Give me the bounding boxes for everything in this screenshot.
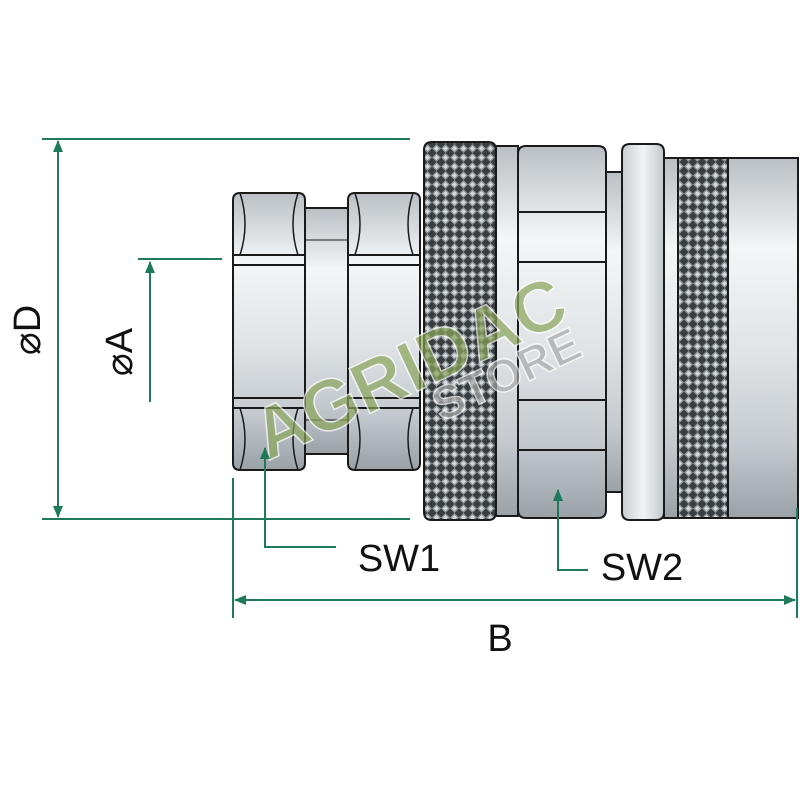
coupling-body xyxy=(232,141,799,521)
knurled-sleeve-2 xyxy=(677,157,729,519)
neck-2 xyxy=(605,171,623,493)
label-b: B xyxy=(487,618,512,660)
sw1-leader xyxy=(260,447,336,548)
label-sw1: SW1 xyxy=(358,538,440,580)
sw2-leader xyxy=(553,489,588,571)
ring-step xyxy=(663,157,679,519)
sw2-hex xyxy=(517,145,607,519)
label-sw2: SW2 xyxy=(601,547,683,589)
label-dia-a: ⌀A xyxy=(99,327,141,376)
ring xyxy=(621,143,665,521)
dimension-lines xyxy=(42,138,798,618)
label-dia-d: ⌀D xyxy=(7,305,49,355)
neck-1 xyxy=(304,207,349,455)
end-sleeve xyxy=(727,157,799,519)
sw1-hex-nut xyxy=(232,192,306,471)
second-hex-nut xyxy=(347,192,421,471)
